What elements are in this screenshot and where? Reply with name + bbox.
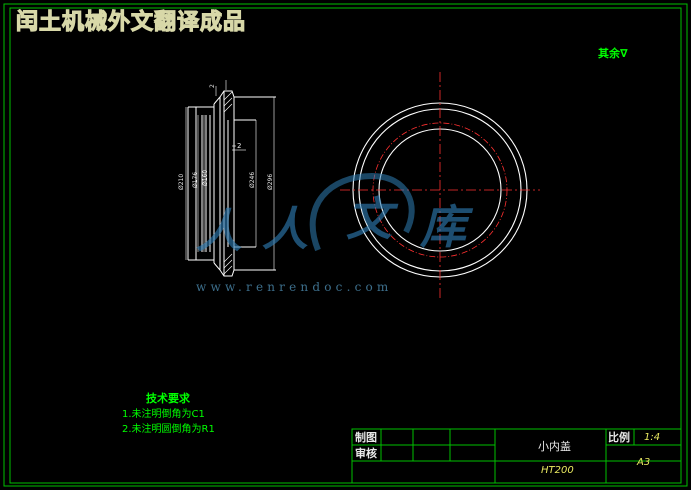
banner-title: 闰土机械外文翻译成品 [15,10,247,35]
tick-label-0: 2 [209,84,216,88]
dimension-lines [185,80,275,270]
roughness-note: 其余∇ [598,48,628,59]
dim-label-0: Ø210 [178,173,185,190]
watermark-glyph-2: 文 [346,192,392,246]
section-view [187,90,276,277]
watermark-swoosh [309,172,415,252]
tech-requirement-item-2: 2.未注明圆倒角为R1 [122,424,215,435]
title-block-grid [351,428,682,484]
tech-requirements-title: 技术要求 [146,392,190,405]
part-name: 小内盖 [538,440,571,453]
watermark-glyph-1: 人 [262,202,308,256]
dim-label-2: Ø160 [202,169,209,186]
section-hatch [223,91,233,275]
dim-label-1: Ø176 [192,171,199,188]
drawn-label: 制图 [355,431,377,444]
watermark-url: www.renrendoc.com [196,280,393,294]
outer-border [3,3,688,487]
scale-label: 比例 [608,431,630,444]
roughness-symbol-icon: ∇ [620,47,628,60]
tick-label-1: 2 [237,142,242,150]
watermark-glyph-3: 库 [420,200,466,254]
watermark-glyph-0: 人 [196,204,242,258]
roughness-text: 其余 [598,47,620,60]
dim-label-3: Ø246 [249,171,256,188]
dim-label-4: Ø296 [267,173,274,190]
inner-border [9,7,682,484]
scale-value: 1:4 [644,432,661,443]
material-value: HT200 [541,465,574,476]
checked-label: 审核 [355,447,377,460]
tech-requirement-item-1: 1.未注明倒角为C1 [122,409,205,420]
end-view [340,72,540,300]
sheet-size: A3 [637,457,651,468]
